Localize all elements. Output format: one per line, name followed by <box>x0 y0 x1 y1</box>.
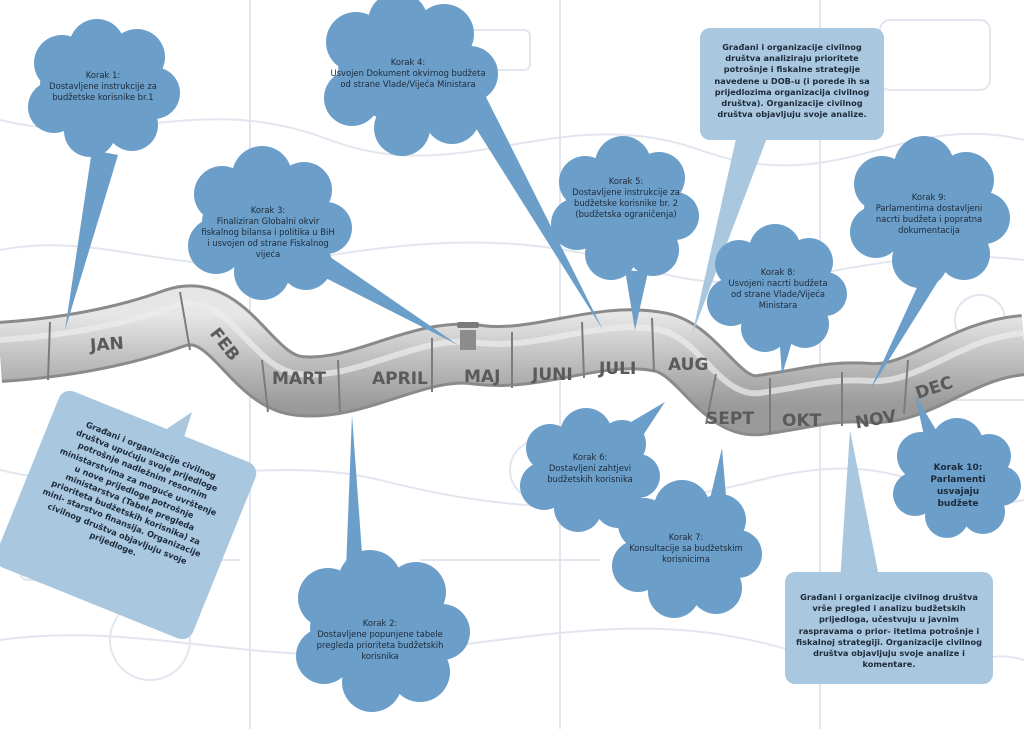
step-3-body: Finaliziran Globalni okvir fiskalnog bil… <box>201 216 335 259</box>
month-jan: JAN <box>88 334 124 356</box>
cloud-step-1 <box>28 19 180 157</box>
cloud-tails <box>65 95 950 595</box>
step-6-body: Dostavljeni zahtjevi budžetskih korisnik… <box>547 463 633 484</box>
step-2-title: Korak 2: <box>362 618 398 628</box>
month-labels: JAN FEB MART APRIL MAJ JUNI JULI AUG SEP… <box>88 324 955 433</box>
step-2-body: Dostavljene popunjene tabele pregleda pr… <box>316 629 444 661</box>
cloud-step-4 <box>324 0 498 156</box>
step-5-title: Korak 5: <box>608 176 644 186</box>
cloud-step-2 <box>296 550 470 712</box>
month-april: APRIL <box>372 369 428 389</box>
step-8-text: Korak 8: Usvojeni nacrti budžeta od stra… <box>726 267 830 311</box>
step-6-title: Korak 6: <box>572 452 608 462</box>
step-6-text: Korak 6: Dostavljeni zahtjevi budžetskih… <box>542 452 638 485</box>
cloud-step-7 <box>612 480 762 618</box>
step-9-title: Korak 9: <box>911 192 947 202</box>
cloud-step-3 <box>188 146 352 300</box>
step-8-title: Korak 8: <box>760 267 796 277</box>
cloud-step-8 <box>707 224 847 352</box>
step-1-title: Korak 1: <box>85 70 121 80</box>
step-1-body: Dostavljene instrukcije za budžetske kor… <box>49 81 157 102</box>
month-juni: JUNI <box>531 365 573 385</box>
step-5-body: Dostavljene instrukcije za budžetske kor… <box>572 187 680 219</box>
step-1-text: Korak 1: Dostavljene instrukcije za budž… <box>48 70 158 103</box>
step-4-body: Usvojen Dokument okvirnog budžeta od str… <box>330 68 486 89</box>
step-7-text: Korak 7: Konsultacije sa budžetskim kori… <box>626 532 746 565</box>
step-9-text: Korak 9: Parlamentima dostavljeni nacrti… <box>868 192 990 236</box>
step-3-title: Korak 3: <box>250 205 286 215</box>
pipe-valve-icon <box>457 322 479 350</box>
step-10-title: Korak 10: <box>933 463 983 473</box>
step-7-title: Korak 7: <box>668 532 704 542</box>
step-10-text: Korak 10: Parlamenti usvajaju budžete <box>916 462 1000 510</box>
step-7-body: Konsultacije sa budžetskim korisnicima <box>629 543 743 564</box>
step-9-body: Parlamentima dostavljeni nacrti budžeta … <box>875 203 983 235</box>
month-mart: MART <box>272 369 326 389</box>
month-sept: SEPT <box>706 409 754 429</box>
note-boxes <box>0 28 993 684</box>
cloud-step-5 <box>551 136 699 280</box>
clouds <box>28 0 1021 712</box>
month-okt: OKT <box>782 411 822 431</box>
step-3-text: Korak 3: Finaliziran Globalni okvir fisk… <box>200 205 336 260</box>
note-top-text: Građani i organizacije civilnog društva … <box>714 42 870 120</box>
step-2-text: Korak 2: Dostavljene popunjene tabele pr… <box>306 618 454 662</box>
step-10-body: Parlamenti usvajaju budžete <box>930 475 986 509</box>
month-aug: AUG <box>668 355 708 375</box>
month-juli: JULI <box>598 359 636 379</box>
cloud-step-6 <box>520 408 660 532</box>
timeline-pipe <box>0 284 1024 437</box>
note-box-left <box>0 390 257 640</box>
cloud-step-9 <box>850 136 1010 288</box>
month-maj: MAJ <box>464 367 500 387</box>
step-4-title: Korak 4: <box>390 57 426 67</box>
note-box-bottom <box>785 572 993 684</box>
note-box-top <box>700 28 884 140</box>
cloud-step-10 <box>893 418 1021 538</box>
step-5-text: Korak 5: Dostavljene instrukcije za budž… <box>572 176 680 220</box>
note-bottom-text: Građani i organizacije civilnog društva … <box>796 592 982 670</box>
step-4-text: Korak 4: Usvojen Dokument okvirnog budže… <box>330 57 486 90</box>
step-8-body: Usvojeni nacrti budžeta od strane Vlade/… <box>728 278 828 310</box>
